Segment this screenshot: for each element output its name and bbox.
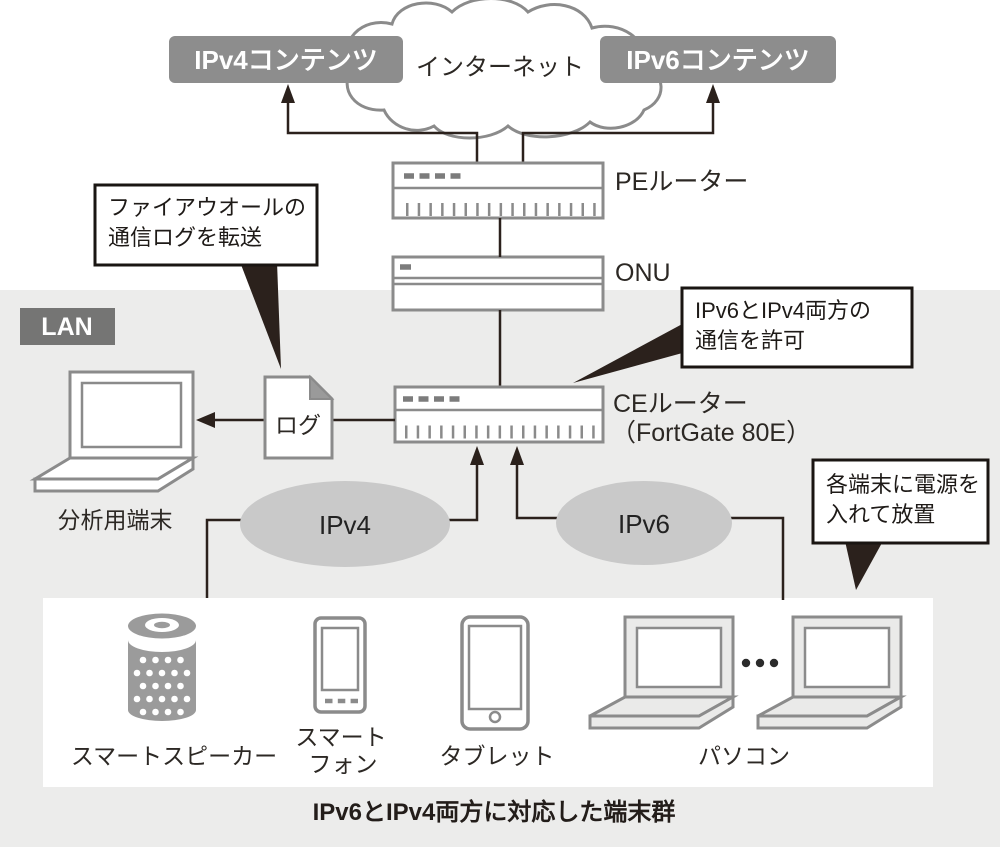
callout-firewall-log-box [93, 183, 319, 267]
tablet-body [460, 615, 530, 731]
tablet-screen [467, 624, 523, 711]
callout-allow-both-line1: IPv6とIPv4両方の [695, 298, 871, 323]
callout-power-on-tail-icon [845, 541, 883, 590]
log-document: ログ [263, 374, 335, 460]
ipv6-flow-arrowhead-icon [510, 446, 524, 465]
callout-power-on-line2: 入れて放置 [826, 502, 935, 527]
callout-power-on: 各端末に電源を 入れて放置 [811, 458, 990, 590]
ellipsis-icon [741, 658, 779, 668]
callout-firewall-log-tail-icon [240, 262, 281, 369]
onu-label: ONU [615, 259, 671, 287]
ipv4-content-box [169, 36, 403, 83]
callout-firewall-log-line1: ファイアウオールの [108, 195, 306, 220]
callout-firewall-log-line2: 通信ログを転送 [108, 225, 262, 250]
uplink-ipv6-line [521, 100, 715, 163]
smartphone-label-line1: スマート [295, 724, 386, 750]
tablet-label: タブレット [440, 743, 555, 769]
callout-allow-both-box [680, 286, 914, 369]
callout-allow-both: IPv6とIPv4両方の 通信を許可 [573, 286, 914, 383]
pc1-screen [635, 626, 723, 689]
ipv6-content-box [600, 36, 836, 83]
ipv4-flow-arrowhead-icon [470, 446, 484, 465]
lan-tag-label: LAN [41, 313, 92, 341]
uplink-ipv6-arrowhead-icon [706, 84, 720, 103]
ipv4-content-label: IPv4コンテンツ [194, 45, 378, 75]
onu [391, 255, 605, 312]
smart-speaker-grille-icon [133, 656, 191, 716]
ce-router-model-label: （FortGate 80E） [611, 419, 811, 447]
uplink-ipv4-arrowhead-icon [281, 84, 295, 103]
ipv6-flow-ellipse [556, 481, 732, 565]
internet-label: インターネット [416, 54, 584, 81]
analysis-laptop-screen-frame [68, 370, 195, 460]
pc-laptop-2-icon [756, 615, 907, 730]
pc-laptop-1-icon [588, 615, 739, 730]
smartphone-body [313, 616, 367, 714]
smart-speaker-body [128, 640, 196, 721]
ipv4-flow-label: IPv4 [319, 510, 371, 540]
callout-allow-both-tail-icon [573, 322, 686, 383]
smart-speaker-icon [128, 613, 196, 721]
ipv6-content-label: IPv6コンテンツ [626, 45, 810, 75]
tablet-home-button-icon [488, 710, 502, 724]
pe-router-body [391, 161, 605, 220]
pe-router-label: PEルーター [615, 168, 748, 196]
smartphone-label-line2: フォン [309, 751, 378, 777]
uplink-ipv4-line [286, 100, 479, 163]
smart-speaker-ring-center [154, 621, 170, 629]
callout-power-on-line1: 各端末に電源を [826, 472, 980, 497]
terminal-group-caption: IPv6とIPv4両方に対応した端末群 [313, 798, 676, 826]
pe-router [391, 161, 605, 220]
analysis-laptop-base [33, 455, 195, 493]
pc-label: パソコン [698, 743, 790, 769]
ipv4-flow-ellipse [240, 481, 450, 567]
lan-tag-box [20, 308, 115, 345]
analysis-laptop-icon [29, 370, 199, 493]
smartphone-icon [313, 616, 367, 714]
callout-allow-both-line2: 通信を許可 [695, 328, 805, 353]
log-analysis-arrowhead-icon [196, 412, 215, 428]
pc2-screen [803, 626, 891, 689]
log-document-fold-icon [309, 374, 335, 400]
callout-firewall-log: ファイアウオールの 通信ログを転送 [93, 183, 319, 369]
ipv6-flow-label: IPv6 [618, 509, 670, 539]
smartphone-screen [320, 626, 360, 692]
analysis-terminal-label: 分析用端末 [58, 507, 173, 533]
analysis-laptop-screen [80, 381, 183, 449]
ce-router-label: CEルーター [613, 390, 748, 418]
callout-power-on-box [811, 458, 990, 545]
smart-speaker-label: スマートスピーカー [71, 743, 277, 769]
ce-router [393, 385, 605, 444]
pc2-base [756, 694, 903, 730]
tablet-icon [460, 615, 530, 731]
log-label: ログ [275, 412, 321, 438]
internet-cloud [345, 0, 663, 140]
pc1-base [588, 694, 735, 730]
